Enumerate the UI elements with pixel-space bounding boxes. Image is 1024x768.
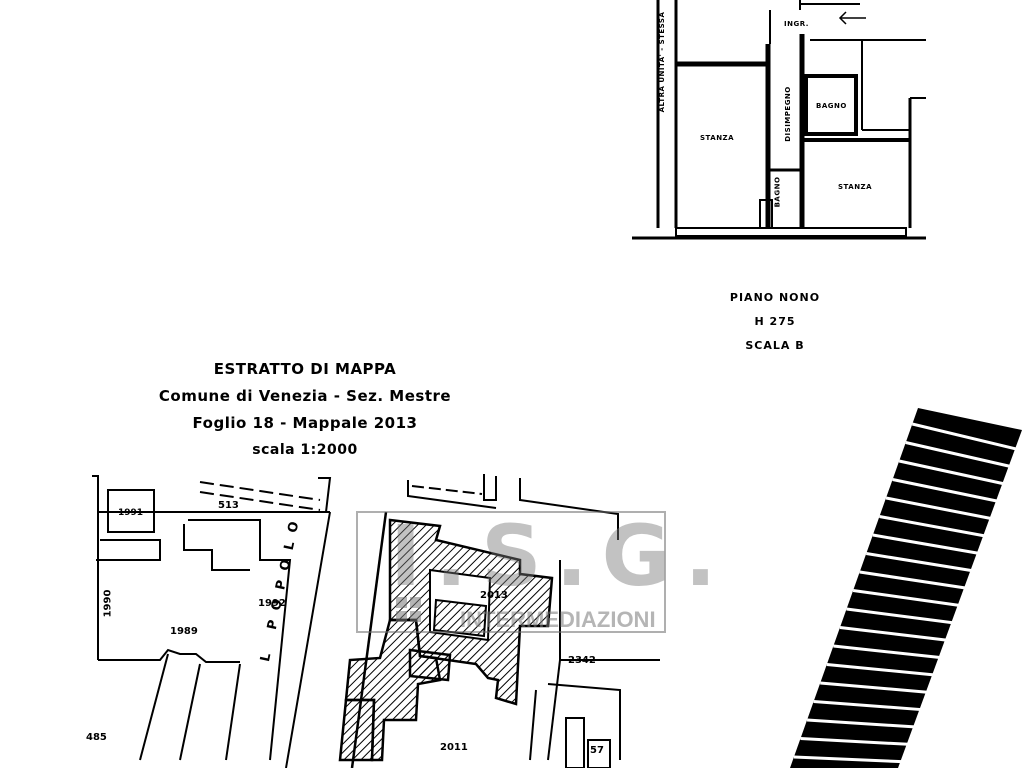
map-scale: scala 1:2000 [252,442,358,458]
parcel-label: 1991 [118,508,144,518]
band-stripe [806,718,915,729]
map-title: ESTRATTO DI MAPPA [213,360,397,378]
parcel-label: 57 [590,745,604,756]
band-stripe [892,478,998,503]
band-stripe [846,607,953,625]
room-left-label: STANZA [700,134,735,142]
parcel-label: 485 [86,732,107,743]
band-stripe [879,515,985,538]
parcel-label: 1992 [258,598,286,609]
band-stripe [839,626,947,642]
bath-top-label: BAGNO [816,102,847,110]
band-stripe [813,700,922,712]
band-stripe [833,644,941,659]
room-right-label: STANZA [838,183,873,191]
band-stripe [905,441,1011,468]
plan-scale: SCALA B [745,339,805,352]
band-stripe [793,755,902,764]
band-stripe [859,570,966,590]
band-stripe [911,422,1017,451]
parcel-label: 2013 [480,590,508,601]
entry-label: INGR. [784,20,809,28]
plan-height: H 275 [754,315,796,328]
band-stripe [826,663,934,677]
plan-caption: PIANO NONO H 275 SCALA B [700,286,850,358]
band-stripe [885,496,992,520]
parcel-label: 1989 [170,626,198,637]
parcel-label: 2342 [568,655,596,666]
map-municipality: Comune di Venezia - Sez. Mestre [158,387,452,405]
band-stripe [852,589,960,607]
map-sheet: Foglio 18 - Mappale 2013 [192,414,418,432]
parcel-label: 2011 [440,742,468,753]
band-stripe [872,533,979,555]
band-stripe [866,552,973,573]
band-stripe [800,737,909,746]
plan-level: PIANO NONO [729,291,821,304]
band-stripe [820,681,928,694]
map-title-block: ESTRATTO DI MAPPA Comune di Venezia - Se… [140,356,470,464]
parcel-label: 513 [218,500,239,511]
band-stripe [898,459,1005,486]
